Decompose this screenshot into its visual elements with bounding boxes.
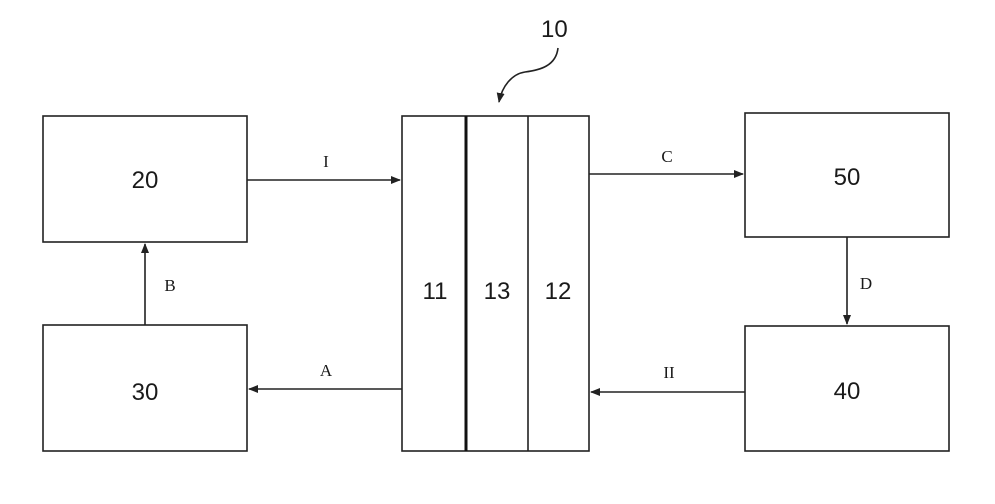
reference-label-10: 10 — [541, 16, 568, 43]
box-40-label: 40 — [834, 378, 861, 405]
arrow-A-label: A — [320, 361, 333, 380]
layer-12-label: 12 — [545, 278, 572, 305]
box-50: 50 — [745, 113, 949, 237]
box-20: 20 — [43, 116, 247, 242]
box-40: 40 — [745, 326, 949, 451]
arrow-I-label: I — [323, 152, 329, 171]
layer-11-label: 11 — [423, 278, 448, 305]
layer-13-label: 13 — [484, 278, 511, 305]
arrow-D-label: D — [860, 274, 872, 293]
arrow-II-label: II — [663, 363, 675, 382]
box-30: 30 — [43, 325, 247, 451]
box-50-label: 50 — [834, 164, 861, 191]
cell-10: 11 13 12 — [402, 116, 589, 451]
arrow-C-label: C — [661, 147, 672, 166]
arrow-B-label: B — [164, 276, 175, 295]
reference-pointer-arrow — [499, 48, 558, 102]
box-20-label: 20 — [132, 167, 159, 194]
box-30-label: 30 — [132, 379, 159, 406]
